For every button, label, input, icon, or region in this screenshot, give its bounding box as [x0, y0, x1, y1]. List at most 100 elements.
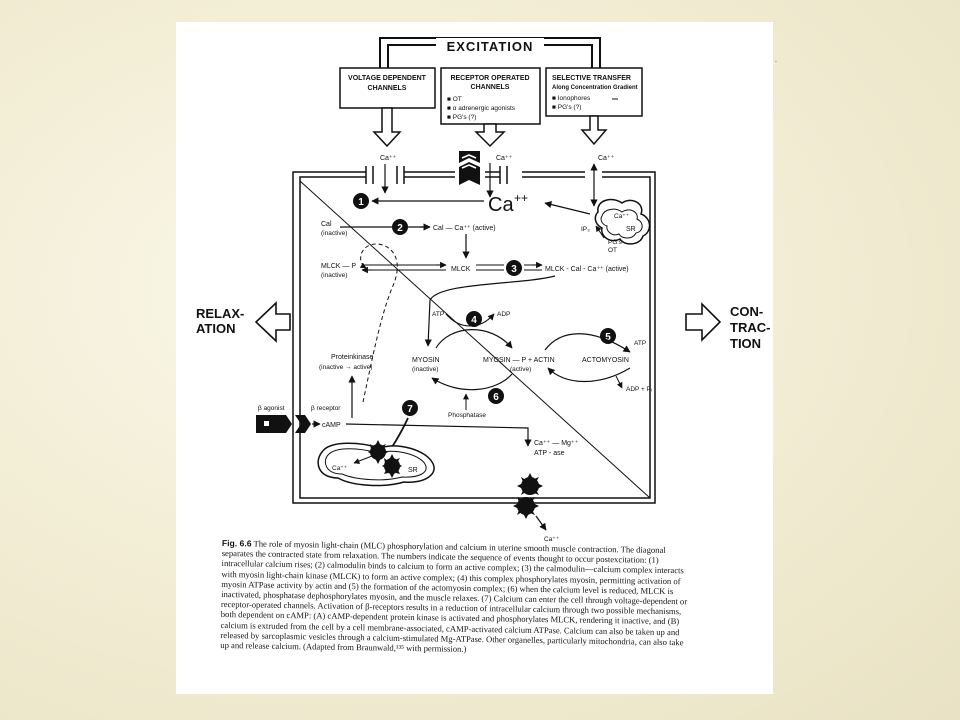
relaxation-label-2: ATION: [196, 321, 235, 336]
atp-adp-curve-4: [445, 313, 495, 327]
adp-pi-label: ADP + Pᵢ: [626, 386, 652, 393]
phosphorylation-curve: [435, 329, 513, 349]
figure-caption: Fig. 6.6 The role of myosin light-chain …: [220, 538, 692, 658]
caption-label: Fig. 6.6: [221, 538, 252, 549]
svg-text:SR: SR: [408, 467, 418, 474]
proteinkinase-label: Proteinkinase: [331, 354, 374, 361]
selective-hollow-arrow: [580, 115, 608, 146]
selective-title: SELECTIVE TRANSFER: [552, 75, 631, 82]
svg-text:1: 1: [358, 197, 364, 208]
ip3-label: IP₃: [581, 226, 590, 233]
sr-pump-gear-icon: [368, 440, 402, 478]
ca-label-selective: Ca⁺⁺: [598, 155, 615, 162]
ca-entry-arrows: [381, 163, 598, 207]
atp-label-5: ATP: [634, 340, 646, 347]
voltage-title-2: CHANNELS: [368, 85, 407, 92]
atpase-label: ATP - ase: [534, 450, 565, 457]
ca-intracellular-sup: ++: [514, 191, 528, 205]
step-7-marker: 7: [402, 400, 418, 416]
receptor-item-ot: ■ OT: [447, 96, 462, 103]
receptor-blocker-icon: [459, 151, 480, 185]
svg-text:4: 4: [471, 315, 477, 326]
mlck-complex-label: MLCK - Cal - Ca⁺⁺ (active): [545, 266, 629, 273]
relaxation-arrow-icon: [254, 301, 291, 343]
mlck-complex-equilibrium: [476, 264, 542, 271]
receptor-title-1: RECEPTOR OPERATED: [450, 75, 529, 82]
ca-extrusion-arrow: [535, 515, 547, 531]
pgs-label: PG's: [608, 239, 623, 246]
step-6-marker: 6: [488, 388, 504, 404]
sr-organelle-top: Ca⁺⁺ SR: [594, 198, 651, 245]
speck-mark: .: [775, 57, 777, 64]
ip3-arrow: [595, 225, 605, 239]
step-4-marker: 4: [466, 311, 482, 327]
sr-uptake-arrow: [353, 455, 373, 464]
proteinkinase-state-label: (inactive → active): [319, 364, 372, 371]
svg-text:Ca⁺⁺: Ca⁺⁺: [614, 213, 630, 220]
svg-text:Ca⁺⁺: Ca⁺⁺: [332, 465, 348, 472]
excitation-label-bg: [436, 38, 544, 52]
cal-label: Cal: [321, 221, 332, 228]
ot-label: OT: [608, 247, 617, 254]
state-diagonal: [299, 180, 651, 499]
receptor-item-pgs: ■ PG's (?): [447, 114, 476, 121]
adp-pi-arrow: [615, 375, 623, 389]
voltage-hollow-arrow: [372, 107, 402, 148]
step-5-marker: 5: [600, 328, 616, 344]
mlck-to-myosin-curve: [424, 275, 556, 347]
proteinkinase-dashed-link: [359, 243, 398, 403]
step-1-marker: 1: [353, 193, 369, 209]
receptor-item-alpha: ■ α adrenergic agonists: [447, 105, 516, 112]
mlck-p-inactive-label: (inactive): [321, 272, 347, 279]
actomyosin-label: ACTOMYOSIN: [582, 357, 629, 364]
myosin-p-actin-label: MYOSIN — P + ACTIN: [483, 357, 555, 364]
selective-subtitle: Along Concentration Gradient: [552, 85, 638, 91]
relaxation-label-1: RELAX-: [196, 306, 244, 321]
actomyosin-forward-curve: [544, 333, 631, 353]
selective-transfer-box: SELECTIVE TRANSFER Along Concentration G…: [545, 67, 643, 117]
contraction-label-3: TION: [730, 336, 761, 351]
svg-text:2: 2: [397, 223, 403, 234]
cal-inactive-label: (inactive): [321, 230, 347, 237]
actomyosin-reverse-curve: [547, 367, 631, 383]
membrane-atpase-gear-icon: [513, 473, 543, 519]
svg-text:7: 7: [407, 404, 413, 415]
beta-agonist-label: β agonist: [258, 405, 285, 412]
mlck-equilibrium-arrow: [362, 264, 446, 271]
svg-text:3: 3: [511, 264, 517, 275]
camp-label: cAMP: [322, 422, 341, 429]
ca-extruded-label: Ca⁺⁺: [544, 536, 560, 543]
contraction-label-2: TRAC-: [730, 320, 770, 335]
svg-text:6: 6: [493, 392, 499, 403]
svg-text:SR: SR: [626, 226, 636, 233]
ca-label-receptor: Ca⁺⁺: [496, 155, 513, 162]
caption-text: The role of myosin light-chain (MLC) pho…: [220, 538, 688, 654]
ca-mg-label: Ca⁺⁺ — Mg⁺⁺: [534, 440, 579, 447]
beta-receptor-label: β receptor: [311, 405, 341, 412]
selective-item-pgs: ■ PG's (?): [552, 104, 581, 111]
excitation-label: EXCITATION: [447, 39, 534, 54]
myosin-p-active-label: (active): [510, 366, 531, 373]
receptor-channels-box: RECEPTOR OPERATED CHANNELS ■ OT ■ α adre…: [440, 67, 541, 125]
step-2-marker: 2: [392, 219, 408, 235]
beta-agonist-icon: [256, 415, 311, 433]
dephosphorylation-curve: [431, 373, 513, 391]
svg-text:5: 5: [605, 332, 611, 343]
figure-page: [176, 22, 773, 694]
phosphatase-label: Phosphatase: [448, 412, 486, 419]
mlck-label: MLCK: [451, 266, 471, 273]
cell-membrane: [292, 166, 656, 504]
myosin-inactive-label: (inactive): [412, 366, 438, 373]
cal-ca-active-label: Cal — Ca⁺⁺ (active): [433, 225, 496, 232]
ca-intracellular-label: Ca: [488, 194, 514, 216]
contraction-label-1: CON-: [730, 304, 763, 319]
adp-label-4: ADP: [497, 311, 510, 318]
mlck-p-label: MLCK — P: [321, 263, 356, 270]
step-3-marker: 3: [506, 260, 522, 276]
ca-label-voltage: Ca⁺⁺: [380, 155, 397, 162]
atp-label-4: ATP: [432, 311, 444, 318]
receptor-hollow-arrow: [474, 123, 506, 148]
sr-release-arrow: [544, 201, 591, 215]
myosin-label: MYOSIN: [412, 357, 440, 364]
